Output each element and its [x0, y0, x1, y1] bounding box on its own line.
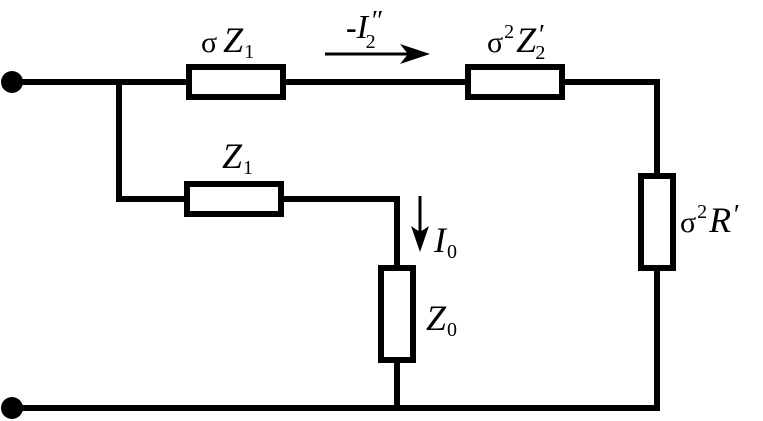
label-sigma2-z2-prime: σ2Z′2: [487, 20, 545, 64]
label-current-i2-sign: -: [346, 9, 357, 45]
label-r-prime: ′: [732, 200, 739, 231]
current-arrow-i2: [325, 44, 430, 64]
label-z2-sub: 2: [535, 42, 545, 64]
label-z2-symbol: Z: [516, 20, 537, 60]
resistor-sigma2-r-prime: [638, 173, 676, 271]
label-z1-branch-sub: 1: [243, 157, 253, 179]
wires: [9, 79, 660, 411]
label-current-i2: -I″2: [346, 6, 382, 53]
label-i0-sub: 0: [447, 241, 457, 263]
resistor-sigma2-z2-prime: [465, 64, 565, 100]
label-z0-symbol: Z: [426, 298, 447, 338]
label-current-i2-symbol: I: [356, 9, 370, 46]
resistor-z0: [378, 265, 416, 363]
label-r-symbol: R: [708, 200, 731, 240]
label-z1-branch: Z1: [222, 136, 253, 179]
label-i0-symbol: I: [433, 220, 448, 260]
label-current-i2-sub: 2: [366, 31, 376, 53]
label-z2-prime: ′: [537, 20, 544, 51]
current-arrow-i0: [411, 196, 429, 252]
label-sigma-z1-sub: 1: [244, 41, 254, 63]
label-z2-prefix: σ: [487, 26, 503, 59]
label-z2-sup: 2: [504, 21, 514, 43]
resistor-z1-branch: [184, 181, 284, 217]
arrow-i0-head: [411, 226, 429, 252]
label-sigma2-r-prime: σ2R′: [680, 200, 739, 240]
label-r-sup: 2: [697, 201, 707, 223]
label-z0-sub: 0: [447, 319, 457, 341]
label-i0: I0: [433, 220, 457, 263]
arrow-i2-head: [400, 44, 430, 64]
resistor-sigma-z1: [186, 64, 286, 100]
label-z1-branch-symbol: Z: [222, 136, 243, 176]
label-current-i2-prime: ″: [370, 6, 382, 37]
label-r-prefix: σ: [680, 206, 696, 239]
label-sigma-z1-symbol: Z: [223, 20, 244, 60]
label-z0: Z0: [426, 298, 457, 341]
label-sigma-z1-prefix: σ: [201, 26, 217, 59]
